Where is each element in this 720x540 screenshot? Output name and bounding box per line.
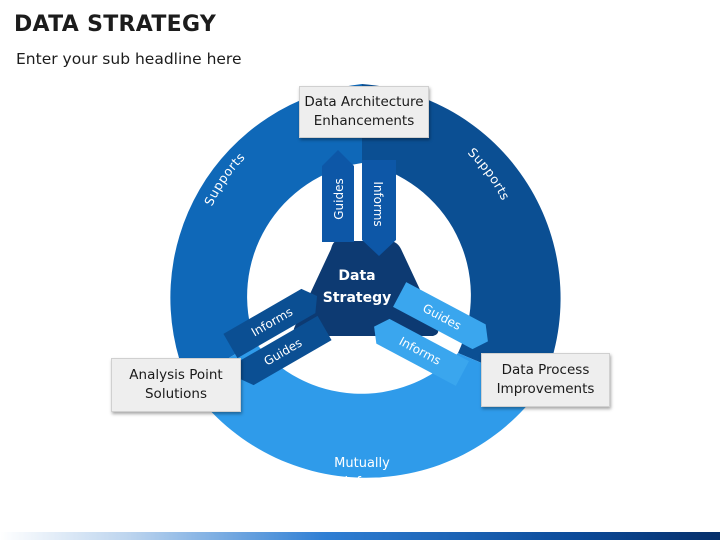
arrow-top-guides: Guides	[322, 150, 354, 242]
svg-text:Guides: Guides	[332, 178, 346, 220]
page-subtitle: Enter your sub headline here	[16, 50, 242, 68]
svg-text:Informs: Informs	[371, 181, 385, 226]
center-label-line2: Strategy	[323, 290, 391, 306]
ring-label-bottom-line2: Reinforces	[328, 475, 396, 490]
node-right-line1: Data Process	[501, 362, 590, 378]
node-top-line1: Data Architecture	[304, 94, 424, 110]
center-triangle	[293, 241, 439, 336]
node-left-line2: Solutions	[144, 386, 208, 402]
node-analysis-point: Analysis Point Solutions	[111, 358, 241, 412]
ring-segment-left	[170, 84, 362, 383]
center-label-line1: Data	[338, 268, 375, 284]
footer-gradient-bar	[0, 532, 720, 540]
ring-segment-right	[362, 84, 561, 388]
ring-label-bottom-line1: Mutually	[334, 456, 390, 471]
node-right-line2: Improvements	[496, 381, 595, 397]
page-title: DATA STRATEGY	[14, 12, 217, 37]
node-data-process: Data Process Improvements	[481, 353, 610, 407]
arrow-top-informs: Informs	[362, 160, 396, 256]
node-left-line1: Analysis Point	[129, 367, 223, 383]
node-top-line2: Enhancements	[313, 113, 415, 129]
node-data-architecture: Data Architecture Enhancements	[299, 86, 429, 138]
